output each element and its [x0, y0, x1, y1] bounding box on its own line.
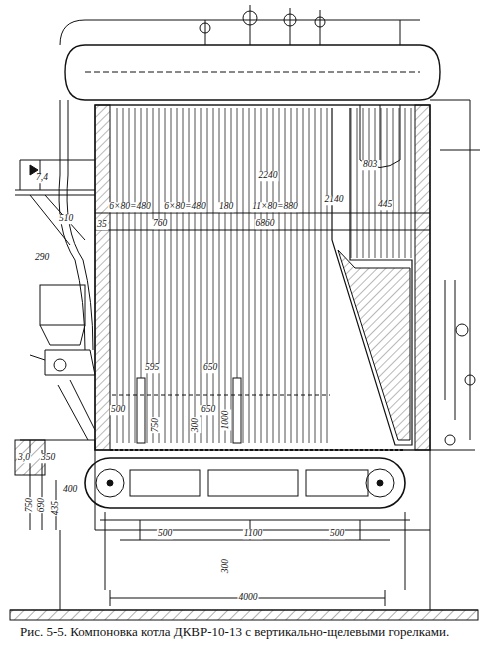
caption-text: Рис. 5-5. Компоновка котла ДКВР-10-13 с … [20, 624, 449, 639]
dimension-label: 500 [329, 529, 345, 539]
dimension-label: 290 [34, 253, 50, 263]
dimension-label: 400 [62, 485, 78, 495]
dimension-label: 3,0 [17, 453, 31, 463]
dimension-label: 11×80=880 [251, 202, 298, 212]
dimension-label: 510 [58, 214, 74, 224]
dimension-label: 750 [151, 417, 161, 433]
dimension-label: 1000 [221, 410, 231, 431]
dimension-label: 7,4 [35, 173, 49, 183]
dimension-label: 500 [157, 529, 173, 539]
dimension-label: 690 [37, 497, 47, 513]
dimension-label: 6860 [255, 219, 276, 229]
dimension-label: 2240 [258, 171, 279, 181]
dimension-label: 35 [96, 220, 108, 230]
dimension-label: 803 [362, 160, 378, 170]
dimension-label: 1100 [243, 529, 263, 539]
dimension-label: 435 [51, 500, 61, 516]
dimension-label: 650 [200, 405, 216, 415]
dimension-label: 6×80=480 [163, 202, 206, 212]
dimension-label: 760 [152, 219, 168, 229]
dimension-label: 300 [191, 417, 201, 433]
dimension-label: 6×80=480 [108, 202, 151, 212]
dimension-label: 750 [25, 497, 35, 513]
dimension-label: 500 [110, 405, 126, 415]
dimension-label: 350 [40, 453, 56, 463]
figure-caption: Рис. 5-5. Компоновка котла ДКВР-10-13 с … [20, 624, 475, 640]
dimension-label: 650 [202, 363, 218, 373]
dimension-label: 4000 [238, 593, 259, 603]
dimension-label: 595 [144, 363, 160, 373]
dimension-label: 300 [221, 558, 231, 574]
dimension-label: 2140 [324, 195, 345, 205]
dimension-label: 445 [377, 200, 393, 210]
dimension-label: 180 [218, 202, 234, 212]
